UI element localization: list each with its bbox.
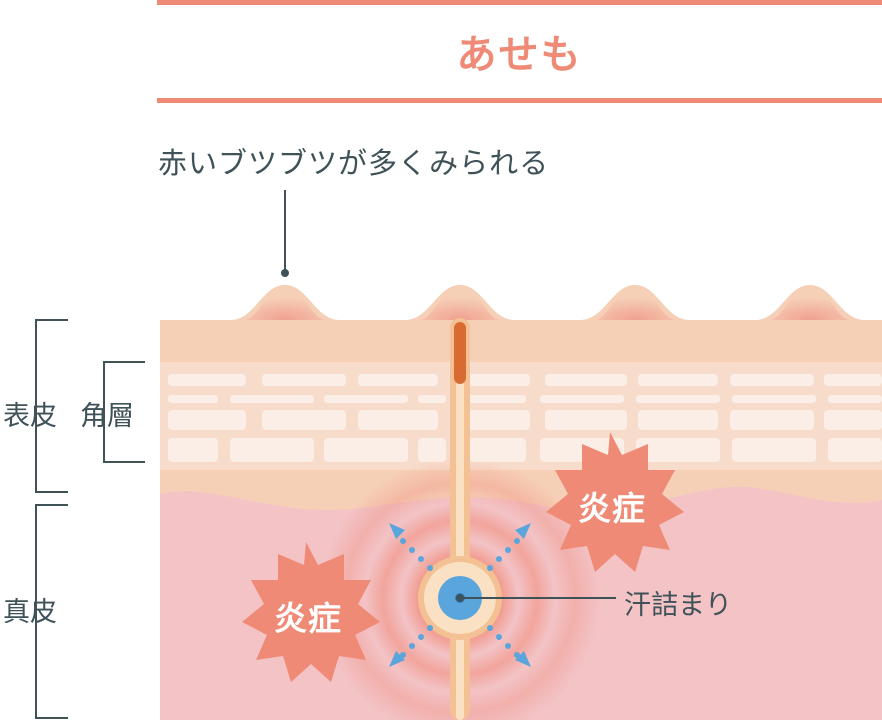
diagram-title: あせも [456,32,583,78]
stratum-corneum-label: 角層 [80,401,134,432]
layer-brackets [35,319,145,719]
title-bottom-rule [157,98,882,103]
sweat-leak-arrows [389,523,531,667]
dermis-label: 真皮 [3,597,57,628]
bump-2 [420,288,500,320]
title-top-rule [157,0,882,5]
caption-red-bumps: 赤いブツブツが多くみられる [158,146,550,180]
corneum-cells [168,374,882,462]
bump-3 [595,288,675,320]
epidermis-label: 表皮 [3,401,57,432]
bump-1 [245,288,325,320]
sweat-duct-plug [454,322,466,384]
inflammation-label-1: 炎症 [578,489,646,528]
inflammation-burst-1 [546,432,684,572]
inflammation-label-2: 炎症 [274,599,342,638]
inflammation-burst-2 [242,542,380,682]
sweat-blockage-label: 汗詰まり [624,590,732,621]
bump-4 [770,288,850,320]
